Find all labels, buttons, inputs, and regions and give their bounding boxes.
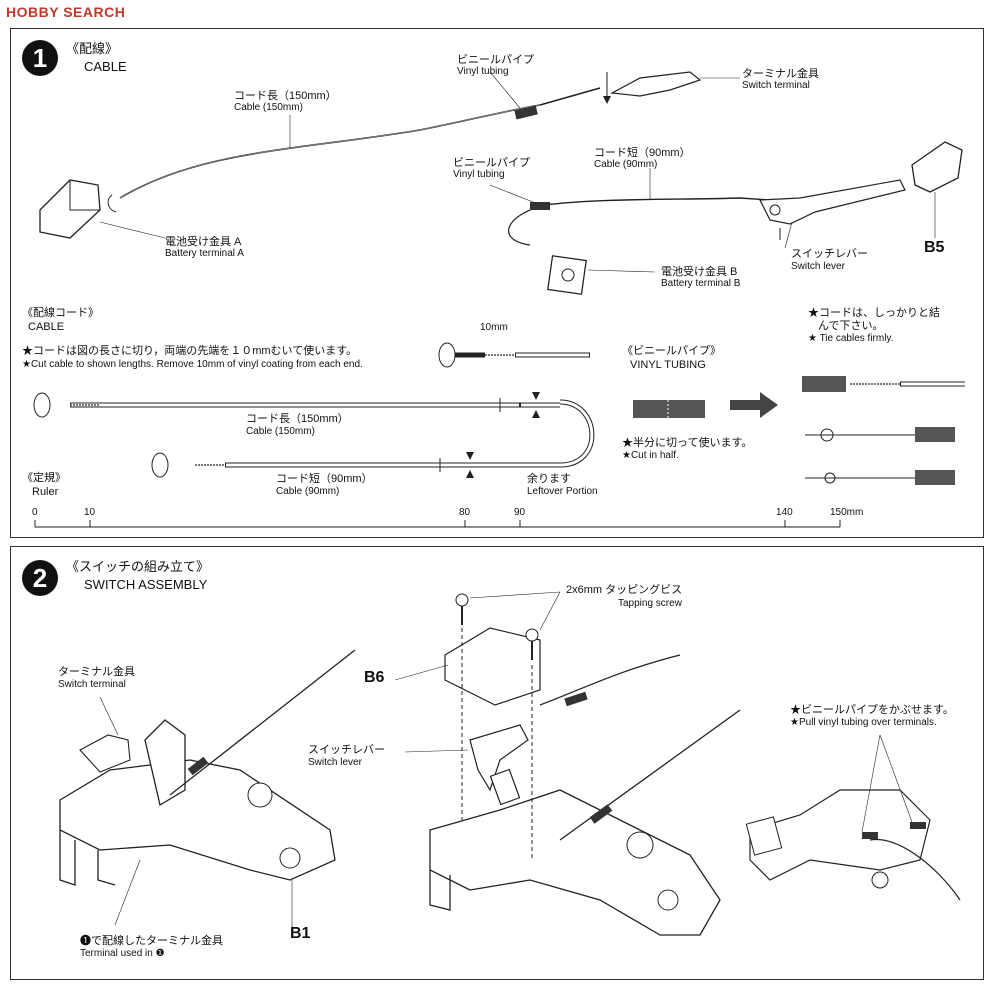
tapping-screw-jp: 2x6mm タッピングビス (566, 584, 683, 596)
ten-mm-label: 10mm (480, 322, 508, 333)
cable-long-jp: コード長（150mm） (234, 90, 337, 102)
part-b6-label: B6 (364, 669, 385, 686)
cord-title-en: CABLE (28, 321, 65, 333)
pull-tubing-en: ★Pull vinyl tubing over terminals. (790, 717, 937, 728)
vinyl-tubing-top-en: Vinyl tubing (457, 66, 509, 77)
step2-number-badge: 2 (22, 560, 58, 596)
tapping-screw-en: Tapping screw (618, 598, 682, 609)
leftover-en: Leftover Portion (527, 486, 598, 497)
battery-terminal-b-jp: 電池受け金具 B (661, 266, 738, 278)
leftover-jp: 余ります (527, 473, 571, 485)
cable-short-en: Cable (90mm) (594, 159, 658, 170)
step1-title-jp: 《配線》 (66, 41, 119, 56)
step2-title-jp: 《スイッチの組み立て》 (66, 559, 210, 574)
switch-lever-en: Switch lever (791, 261, 845, 272)
ruler-title-en: Ruler (32, 486, 59, 498)
terminal-used-en: Terminal used in ❶ (80, 948, 165, 959)
step1-number-badge: 1 (22, 40, 58, 76)
terminal-used-jp: ❶で配線したターミナル金具 (80, 935, 223, 947)
step1-panel (10, 28, 984, 538)
ruler-tick-150: 150mm (830, 507, 864, 518)
ruler-tick-90: 90 (514, 507, 526, 518)
half-note-jp: ★半分に切って使います。 (622, 437, 753, 449)
ruler-tick-140: 140 (776, 507, 793, 518)
vinyl-title-en: VINYL TUBING (630, 359, 706, 371)
tie-note-en: ★ Tie cables firmly. (808, 333, 894, 344)
ruler-tick-0: 0 (32, 507, 38, 518)
battery-terminal-b-en: Battery terminal B (661, 278, 741, 289)
switch-terminal-top-en: Switch terminal (742, 80, 810, 91)
ruler-title-jp: 《定規》 (22, 472, 66, 484)
step2-title-en: SWITCH ASSEMBLY (84, 577, 208, 592)
switch-lever-jp: スイッチレバー (791, 248, 868, 260)
watermark-brand: HOBBY SEARCH (6, 4, 126, 20)
vinyl-title-jp: 《ビニールパイプ》 (622, 345, 721, 357)
part-b1-label: B1 (290, 925, 311, 942)
ruler-tick-80: 80 (459, 507, 471, 518)
switch-lever-step2-jp: スイッチレバー (308, 744, 385, 756)
cord-short-en: Cable (90mm) (276, 486, 340, 497)
cord-long-jp: コード長（150mm） (246, 413, 349, 425)
switch-lever-step2-en: Switch lever (308, 757, 362, 768)
step1-title-en: CABLE (84, 59, 127, 74)
cord-note-jp: ★コードは図の長さに切り，両端の先端を１０mmむいて使います。 (22, 345, 358, 357)
cord-title-jp: 《配線コード》 (22, 307, 99, 319)
vinyl-tubing-mid-en: Vinyl tubing (453, 169, 505, 180)
step2-panel (10, 546, 984, 980)
watermark-logo: HOBBY SEARCH (6, 4, 125, 20)
vinyl-tubing-mid-jp: ビニールパイプ (453, 157, 530, 169)
cable-long-en: Cable (150mm) (234, 102, 303, 113)
cord-long-en: Cable (150mm) (246, 426, 315, 437)
terminal-left-jp: ターミナル金具 (58, 666, 135, 678)
cable-short-jp: コード短（90mm） (594, 147, 691, 159)
pull-tubing-jp: ★ビニールパイプをかぶせます。 (790, 704, 954, 716)
tie-note-jp: ★コードは、しっかりと結 (808, 307, 940, 319)
vinyl-tubing-top-jp: ビニールパイプ (457, 54, 534, 66)
cord-note-en: ★Cut cable to shown lengths. Remove 10mm… (22, 359, 363, 370)
part-b5-label: B5 (924, 239, 945, 256)
switch-terminal-top-jp: ターミナル金具 (742, 68, 819, 80)
battery-terminal-a-jp: 電池受け金具 A (165, 236, 242, 248)
half-note-en: ★Cut in half. (622, 450, 679, 461)
tie-note-jp2: んで下さい。 (818, 320, 884, 332)
ruler-tick-10: 10 (84, 507, 96, 518)
battery-terminal-a-en: Battery terminal A (165, 248, 244, 259)
terminal-left-en: Switch terminal (58, 679, 126, 690)
cord-short-jp: コード短（90mm） (276, 473, 373, 485)
